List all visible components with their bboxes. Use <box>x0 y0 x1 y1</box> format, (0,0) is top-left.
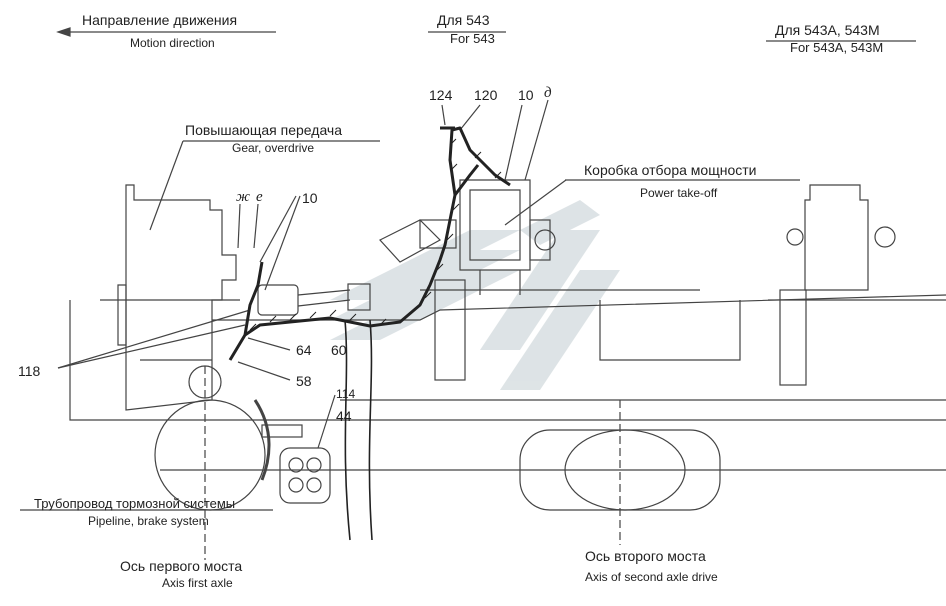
callout-64: 64 <box>296 342 312 358</box>
callout-e: е <box>256 189 263 205</box>
propeller-shaft <box>257 219 457 316</box>
for543-label-en: For 543 <box>450 31 495 46</box>
watermark-logo <box>330 200 620 390</box>
axle2-label-en: Axis of second axle drive <box>585 570 718 584</box>
cable-harness <box>228 126 511 361</box>
for543am-label-ru: Для 543А, 543М <box>775 22 880 38</box>
callout-44: 44 <box>336 408 352 424</box>
callout-d: д <box>544 85 552 101</box>
pto-label-ru: Коробка отбора мощности <box>584 162 757 178</box>
callout-58: 58 <box>296 373 312 389</box>
for543-label-ru: Для 543 <box>437 12 490 28</box>
callout-60: 60 <box>331 342 347 358</box>
axle1-label-ru: Ось первого моста <box>120 558 243 574</box>
direction-label-ru: Направление движения <box>82 12 238 28</box>
callout-10-top: 10 <box>518 87 534 103</box>
overdrive-label-en: Gear, overdrive <box>232 141 315 155</box>
first-axle-wheel <box>154 399 266 511</box>
callout-114: 114 <box>336 387 356 401</box>
second-axle <box>519 400 721 545</box>
callout-124: 124 <box>429 87 453 103</box>
gearbox-housing <box>100 184 240 411</box>
brake-label-en: Pipeline, brake system <box>88 514 209 528</box>
axle1-label-en: Axis first axle <box>162 576 233 590</box>
direction-label-en: Motion direction <box>130 36 215 50</box>
callout-10-mid: 10 <box>302 190 318 206</box>
brake-pipeline <box>253 399 331 504</box>
callout-zh: ж <box>236 189 250 205</box>
pto-unit <box>434 179 556 381</box>
pto-label-en: Power take-off <box>640 186 718 200</box>
overdrive-label-ru: Повышающая передача <box>185 122 343 138</box>
for543am-label-en: For 543A, 543M <box>790 40 884 55</box>
callout-118: 118 <box>18 363 41 379</box>
axle2-label-ru: Ось второго моста <box>585 548 706 564</box>
pto-side-view <box>768 184 946 386</box>
callout-120: 120 <box>474 87 498 103</box>
brake-label-ru: Трубопровод тормозной системы <box>34 496 236 511</box>
